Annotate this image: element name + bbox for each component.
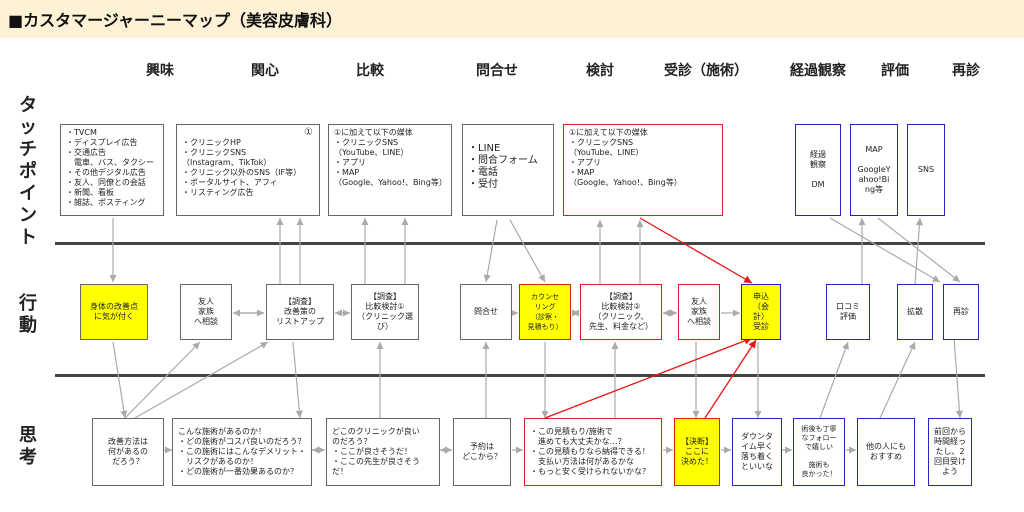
stage-concern: 関心 [251, 63, 279, 79]
action-research-3: 【調査】 比較検討② （クリニック、 先生、料金など） [580, 284, 662, 340]
action-revisit: 再診 [943, 284, 979, 340]
action-friend-consult-2: 友人 家族 へ相談 [678, 284, 720, 340]
thought-booking: 予約は どこから？ [453, 418, 511, 486]
thought-method: 改善方法は 何があるの だろう？ [92, 418, 164, 486]
touchpoint-followup: 経過 観察 DM [795, 124, 841, 216]
stage-treatment: 受診（施術） [664, 63, 748, 79]
title-bar: ■カスタマージャーニーマップ（美容皮膚科） [0, 0, 1024, 38]
touchpoint-concern-text: ・クリニックHP ・クリニックSNS （Instagram、TikTok） ・ク… [182, 138, 302, 197]
touchpoint-consider: ①に加えて以下の媒体 ・クリニックSNS （YouTube、LINE） ・アプリ… [563, 124, 723, 216]
touchpoint-inquiry: ・LINE ・問合フォーム ・電話 ・受付 [462, 124, 554, 216]
action-apply: 申込 （会計） 受診 [741, 284, 781, 340]
row-label-action: 行動 [19, 293, 37, 336]
thought-estimate: ・この見積もり/施術で 進めても大丈夫かな…？ ・この見積もりなら納得できる！ … [524, 418, 662, 486]
touchpoint-sns: SNS [907, 124, 945, 216]
action-counseling: カウンセ リング （診察・ 見積もり） [519, 284, 571, 340]
stage-followup: 経過観察 [790, 63, 846, 79]
stage-compare: 比較 [356, 63, 384, 79]
thought-recommend: 他の人にも おすすめ [857, 418, 915, 486]
thought-treatments: こんな施術があるのか！ ・どの施術がコスパ良いのだろう？ ・この施術にはこんなデ… [172, 418, 312, 486]
stage-interest: 興味 [146, 63, 174, 79]
touchpoint-concern: ・クリニックHP ・クリニックSNS （Instagram、TikTok） ・ク… [176, 124, 320, 216]
row-label-thought: 思考 [19, 425, 37, 468]
thought-again: 前回から 時間経っ たし、2 回目受け よう [928, 418, 972, 486]
divider-bottom [55, 374, 985, 377]
divider-top [55, 242, 985, 245]
action-friend-consult-1: 友人 家族 へ相談 [180, 284, 232, 340]
action-research-1: 【調査】 改善策の リストアップ [266, 284, 334, 340]
touchpoint-review: MAP GoogleY ahoo!Bi ng等 [850, 124, 898, 216]
row-label-touchpoint: タッチポイント [19, 95, 37, 248]
action-notice: 身体の改善点 に気が付く [80, 284, 148, 340]
page-title: ■カスタマージャーニーマップ（美容皮膚科） [8, 11, 342, 30]
thought-clinic: どこのクリニックが良い のだろう？ ・ここが良さそうだ！ ・ここの先生が良さそう… [326, 418, 440, 486]
stage-inquiry: 問合せ [476, 63, 518, 79]
stage-consider: 検討 [586, 63, 614, 79]
stage-review: 評価 [881, 63, 909, 79]
thought-decision: 【決断】 ここに 決めた！ [674, 418, 720, 486]
action-research-2: 【調査】 比較検討① （クリニック選 び） [351, 284, 419, 340]
thought-aftercare: 術後も丁寧 なフォロー で嬉しい 施術も 良かった！ [793, 418, 845, 486]
action-inquiry: 問合せ [460, 284, 512, 340]
touchpoint-compare: ①に加えて以下の媒体 ・クリニックSNS （YouTube、LINE） ・アプリ… [328, 124, 452, 216]
thought-downtime: ダウンタ イム早く 落ち着く といいな [732, 418, 782, 486]
action-spread: 拡散 [897, 284, 933, 340]
touchpoint-interest: ・TVCM ・ディスプレイ広告 ・交通広告 電車、バス、タクシー ・その他デジタ… [60, 124, 164, 216]
circle-marker: ① [304, 127, 313, 138]
stage-revisit: 再診 [952, 63, 980, 79]
action-review: 口コミ 評価 [826, 284, 870, 340]
